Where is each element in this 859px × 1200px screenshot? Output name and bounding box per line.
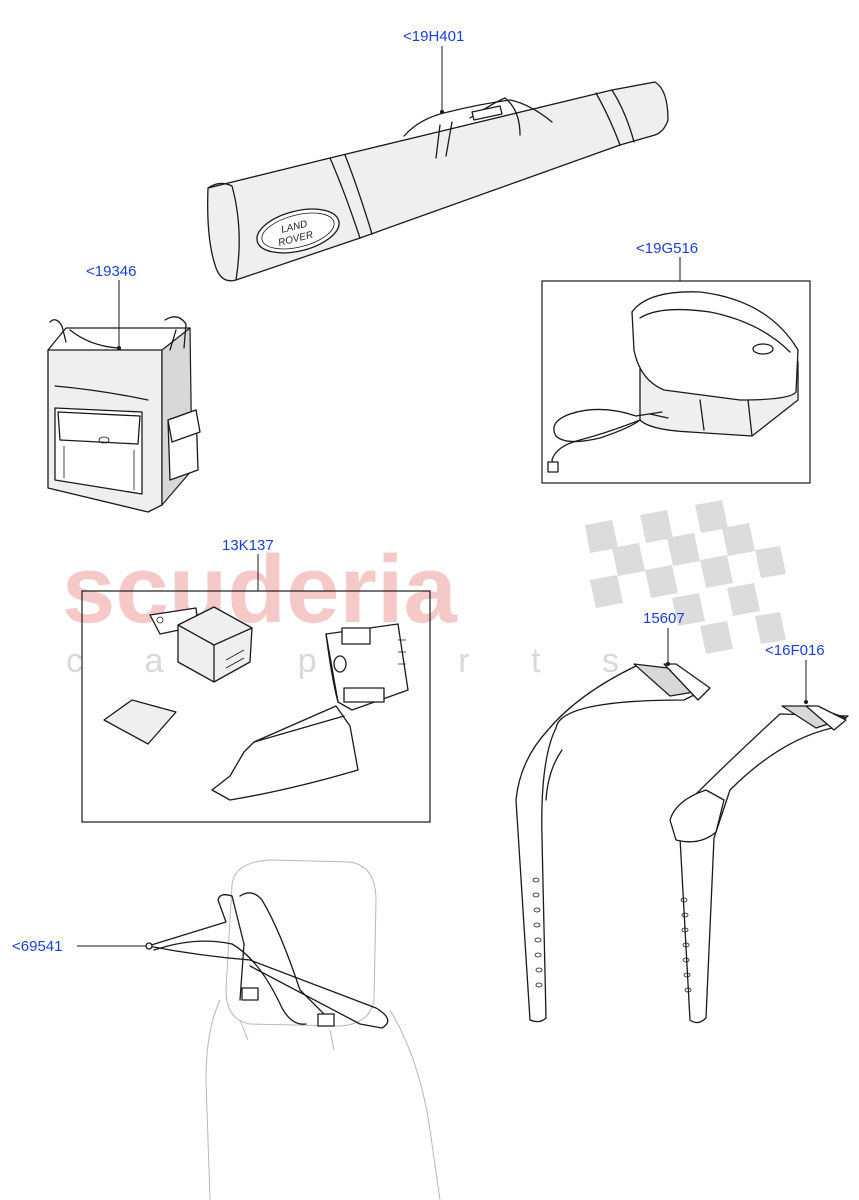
leader-lines	[77, 46, 808, 947]
callout-strap-b[interactable]: <16F016	[765, 642, 825, 659]
coat-hanger[interactable]	[145, 892, 389, 1029]
watermark: scuderia c a r p a r t s	[62, 500, 786, 680]
strap-16f016[interactable]	[669, 705, 849, 1024]
callout-strap-a[interactable]: 15607	[643, 610, 685, 627]
rucksack[interactable]	[47, 316, 201, 513]
checkered-flag-icon	[585, 500, 786, 654]
strap-holes-b	[680, 897, 692, 993]
strap-15607[interactable]	[515, 663, 711, 1023]
callout-mount-kit[interactable]: 13K137	[222, 537, 274, 554]
callout-hanger[interactable]: <69541	[12, 938, 62, 955]
strap-holes	[532, 877, 543, 988]
mount-kit-panel[interactable]	[81, 590, 431, 823]
callout-cool-box[interactable]: <19G516	[636, 240, 698, 257]
callout-ski-bag[interactable]: <19H401	[403, 28, 464, 45]
seat-headrest	[205, 859, 441, 1200]
land-rover-logo: LAND ROVER	[256, 208, 340, 254]
callouts: <19H401 <19G516 <19346 13K137 15607 <16F…	[12, 28, 825, 955]
ski-bag[interactable]: LAND ROVER	[207, 81, 669, 282]
cool-box-panel[interactable]	[541, 280, 811, 484]
callout-rucksack[interactable]: <19346	[86, 263, 136, 280]
